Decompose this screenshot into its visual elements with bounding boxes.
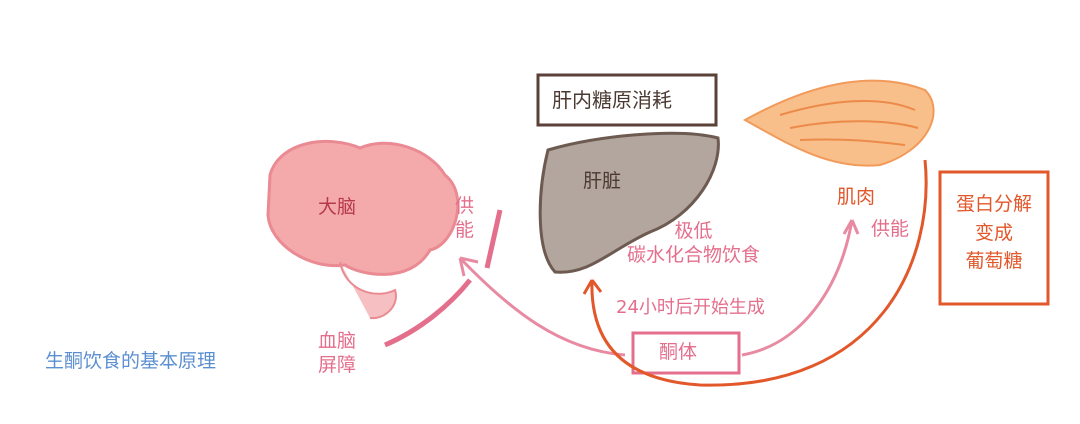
muscle-illustration (742, 79, 935, 167)
muscle-supply-label: 供能 (871, 218, 910, 240)
liver-glycogen-box (536, 73, 718, 127)
liver-label: 肝脏 (583, 170, 622, 192)
muscle-label: 肌肉 (837, 186, 876, 208)
protein-box (938, 170, 1050, 306)
brain-label: 大脑 (318, 196, 357, 218)
arrow-protein-to-liver (582, 159, 928, 387)
diet-label: 极低 碳水化合物饮食 (627, 220, 761, 266)
bbb-line-upper (484, 209, 503, 269)
arrow-ketone-to-brain (458, 256, 626, 357)
liver-glycogen-label: 肝内糖原消耗 (552, 88, 672, 112)
protein-label: 蛋白分解 变成 葡萄糖 (955, 193, 1032, 272)
time-label: 24小时后开始生成 (616, 297, 765, 318)
liver-illustration (538, 131, 720, 274)
ketone-box (631, 331, 741, 375)
page-title: 生酮饮食的基本原理 (45, 350, 217, 372)
brain-supply-label: 供 能 (455, 195, 475, 241)
blood-brain-barrier-label: 血脑 屏障 (318, 330, 357, 376)
brain-illustration (266, 140, 460, 320)
arrow-ketone-to-muscle (741, 219, 860, 357)
bbb-line-lower (384, 278, 472, 348)
ketone-label: 酮体 (659, 341, 698, 363)
